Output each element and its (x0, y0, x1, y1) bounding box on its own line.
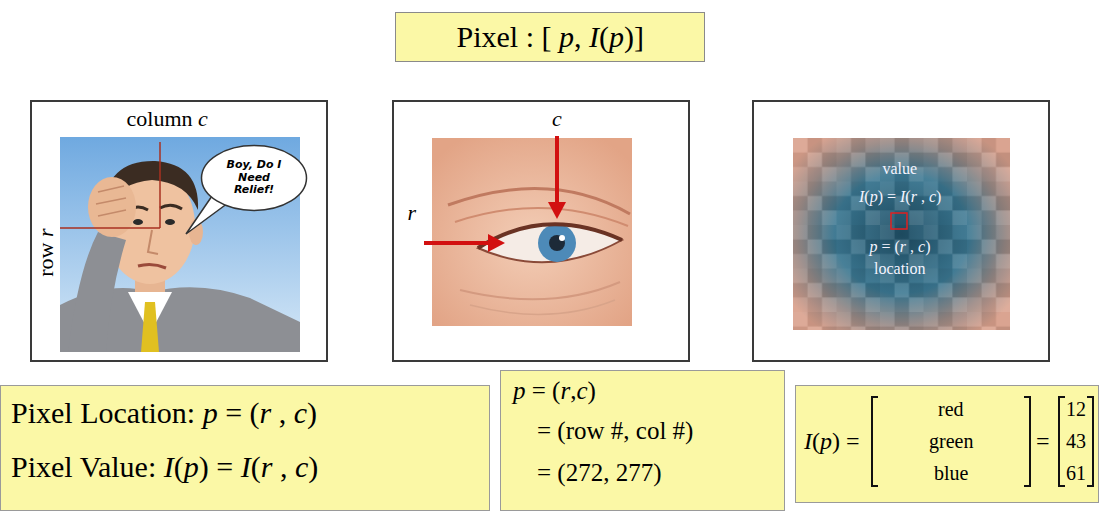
formula-box: Pixel Location: p = (r , c) Pixel Value: … (0, 385, 490, 511)
matrix-bracket (871, 396, 878, 487)
math-symbol: p (870, 188, 878, 205)
matrix-bracket (1087, 396, 1094, 487)
matrix-cell: 61 (1066, 462, 1086, 485)
math-symbol: I (804, 428, 812, 454)
math-symbol: I (900, 188, 905, 205)
math-symbol: c (198, 106, 208, 131)
matrix-cell: red (938, 398, 964, 421)
axis-label: r (408, 200, 417, 225)
formula-text: p = (r,c) (513, 377, 596, 406)
math-symbol: r (408, 200, 417, 225)
matrix-bracket (1058, 396, 1065, 487)
overlay-label: I(p) = I(r , c) (859, 188, 941, 206)
axis-label: c (552, 106, 562, 131)
overlay-label: location (874, 260, 926, 278)
formula-text: = (1036, 428, 1050, 456)
math-symbol: r (260, 396, 272, 429)
formula-box: I(p) = red green blue = 12 43 61 (795, 385, 1099, 503)
math-symbol: p (513, 377, 526, 404)
math-symbol: p (203, 396, 218, 429)
math-symbol: p (609, 20, 624, 53)
math-symbol: I (164, 450, 174, 483)
formula-text: = (row #, col #) (537, 417, 693, 446)
math-symbol: c (929, 188, 936, 205)
math-symbol: p (559, 20, 574, 53)
formula-text: I(p) = (804, 428, 860, 456)
formula-text: Pixel Location: p = (r , c) (11, 396, 317, 431)
math-symbol: r (560, 377, 570, 404)
matrix-bracket (1024, 396, 1031, 487)
math-symbol: c (294, 396, 307, 429)
bubble-ellipse (202, 146, 307, 211)
overlay-label: value (883, 160, 918, 178)
formula-text: = (272, 277) (537, 459, 662, 488)
math-symbol: c (552, 106, 562, 131)
overlay-label: p = (r , c) (870, 238, 931, 256)
matrix-cell: 12 (1066, 398, 1086, 421)
math-symbol: p (870, 238, 878, 255)
math-symbol: c (918, 238, 925, 255)
math-symbol: I (241, 450, 251, 483)
formula-box: p = (r,c) = (row #, col #) = (272, 277) (500, 370, 785, 511)
matrix-cell: 43 (1066, 430, 1086, 453)
matrix-cell: blue (934, 462, 968, 485)
math-symbol: c (576, 377, 587, 404)
image-panel: column c row r Boy, Do I Need Relief! (30, 100, 328, 362)
title-box: Pixel : [ p, I(p)] (395, 12, 705, 62)
math-symbol: r (911, 188, 917, 205)
axis-label: column c (127, 106, 208, 131)
image-panel: cr (392, 100, 690, 362)
math-symbol: p (184, 450, 199, 483)
axis-label: row r (33, 228, 58, 276)
math-symbol: I (589, 20, 599, 53)
math-symbol: I (859, 188, 864, 205)
math-symbol: p (820, 428, 832, 454)
matrix-cell: green (929, 430, 973, 453)
title-text: Pixel : [ p, I(p)] (457, 20, 644, 55)
speech-bubble: Boy, Do I Need Relief! (200, 144, 308, 212)
formula-text: Pixel Value: I(p) = I(r , c) (11, 450, 318, 485)
math-symbol: r (33, 228, 58, 237)
math-symbol: r (261, 450, 273, 483)
math-symbol: c (295, 450, 308, 483)
image-panel: valueI(p) = I(r , c) p = (r , c) location (752, 100, 1050, 362)
math-symbol: r (900, 238, 906, 255)
bubble-text: Boy, Do I Need Relief! (216, 159, 292, 197)
